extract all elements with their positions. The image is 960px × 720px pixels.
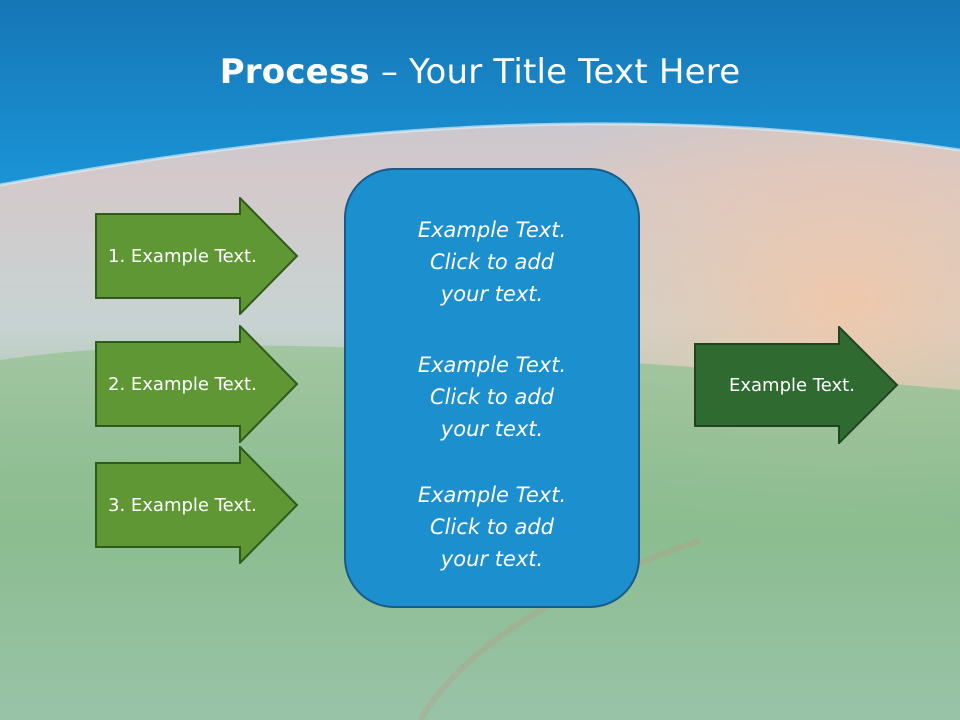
center-line: Click to add: [429, 250, 554, 274]
center-line: Example Text.: [417, 483, 567, 507]
slide-title[interactable]: Process – Your Title Text Here: [0, 52, 960, 92]
title-rest: – Your Title Text Here: [369, 52, 741, 92]
arrow-right-shape: [95, 323, 299, 445]
right-arrow[interactable]: Example Text.: [694, 324, 899, 446]
left-arrow-label: 1. Example Text.: [108, 245, 257, 267]
left-arrow-label: 2. Example Text.: [108, 373, 257, 395]
left-arrow-label: 3. Example Text.: [108, 494, 257, 516]
center-text-box[interactable]: Example Text. Click to add your text. Ex…: [344, 168, 640, 608]
arrow-right-shape: [95, 444, 299, 566]
center-line: your text.: [440, 547, 544, 571]
center-line: Click to add: [429, 515, 554, 539]
center-text-block-2: Example Text. Click to add your text.: [346, 349, 638, 445]
arrow-right-shape: [694, 324, 899, 446]
left-arrow-1[interactable]: 1. Example Text.: [95, 195, 299, 317]
left-arrow-2[interactable]: 2. Example Text.: [95, 323, 299, 445]
center-line: your text.: [440, 282, 544, 306]
right-arrow-label: Example Text.: [729, 374, 855, 396]
left-arrow-3[interactable]: 3. Example Text.: [95, 444, 299, 566]
center-line: your text.: [440, 417, 544, 441]
center-line: Example Text.: [417, 353, 567, 377]
center-text-block-3: Example Text. Click to add your text.: [346, 479, 638, 575]
title-bold: Process: [219, 52, 370, 92]
center-line: Example Text.: [417, 218, 567, 242]
center-line: Click to add: [429, 385, 554, 409]
arrow-right-shape: [95, 195, 299, 317]
center-text-block-1: Example Text. Click to add your text.: [346, 214, 638, 310]
